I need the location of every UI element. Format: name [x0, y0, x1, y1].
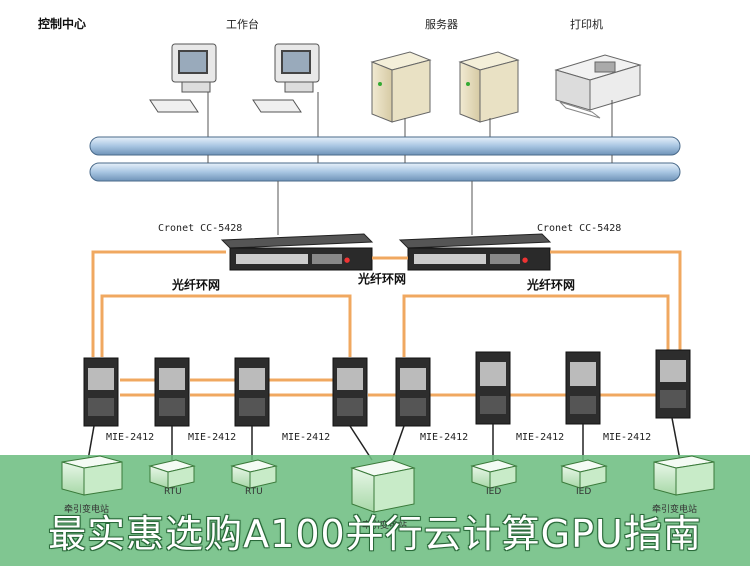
printer-label: 打印机 [570, 17, 603, 31]
fiber-ring-lines [91, 250, 682, 397]
core-switch-label: Cronet CC-5428 [158, 223, 242, 234]
edge-switch [655, 349, 691, 419]
edge-switch [332, 357, 368, 427]
fiber-ring-label: 光纤环网 [171, 277, 220, 292]
core-switch: ● [220, 233, 374, 271]
printer-icon [554, 54, 642, 137]
edge-switch [154, 357, 190, 427]
fiber-ring-label: 光纤环网 [357, 271, 406, 286]
edge-switch-label: MIE-2412 [282, 432, 330, 443]
edge-switch-label: MIE-2412 [106, 432, 154, 443]
workstation-label: 工作台 [226, 17, 259, 31]
field-device-label: 牵引变电站 [362, 519, 407, 531]
rtu-device-icon [148, 459, 196, 489]
svg-text:●: ● [522, 256, 528, 264]
workstation-computer-icon [149, 43, 217, 137]
server-icon [458, 51, 520, 137]
field-drop-lines [87, 417, 681, 461]
ied-device-icon [470, 459, 518, 489]
ethernet-bus [89, 136, 681, 182]
fiber-ring-label: 光纤环网 [526, 277, 575, 292]
substation-icon [61, 455, 123, 496]
field-device-label: IED [486, 487, 501, 497]
field-device-label: 牵引变电站 [64, 503, 109, 515]
field-device-label: IED [576, 487, 591, 497]
field-device-label: RTU [164, 487, 182, 497]
core-switch-label: Cronet CC-5428 [537, 223, 621, 234]
edge-switch [234, 357, 270, 427]
ied-device-icon [560, 459, 608, 489]
workstation-computer-icon [252, 43, 320, 137]
control-center-label: 控制中心 [38, 16, 86, 31]
rtu-device-icon [230, 459, 278, 489]
field-device-label: 牵引变电站 [652, 503, 697, 515]
edge-switch-label: MIE-2412 [603, 432, 651, 443]
server-icon [370, 51, 432, 137]
edge-switch [395, 357, 431, 427]
substation-icon [653, 455, 715, 496]
field-device-label: RTU [245, 487, 263, 497]
edge-switch [83, 357, 119, 427]
edge-switch-label: MIE-2412 [516, 432, 564, 443]
edge-switch [565, 351, 601, 425]
substation-icon [350, 459, 416, 513]
edge-switch [475, 351, 511, 425]
edge-switch-label: MIE-2412 [420, 432, 468, 443]
svg-text:●: ● [344, 256, 350, 264]
promo-banner-text: 最实惠选购A100并行云计算GPU指南 [48, 512, 702, 556]
server-label: 服务器 [425, 18, 458, 31]
edge-switch-label: MIE-2412 [188, 432, 236, 443]
core-switch: ● [398, 233, 552, 271]
